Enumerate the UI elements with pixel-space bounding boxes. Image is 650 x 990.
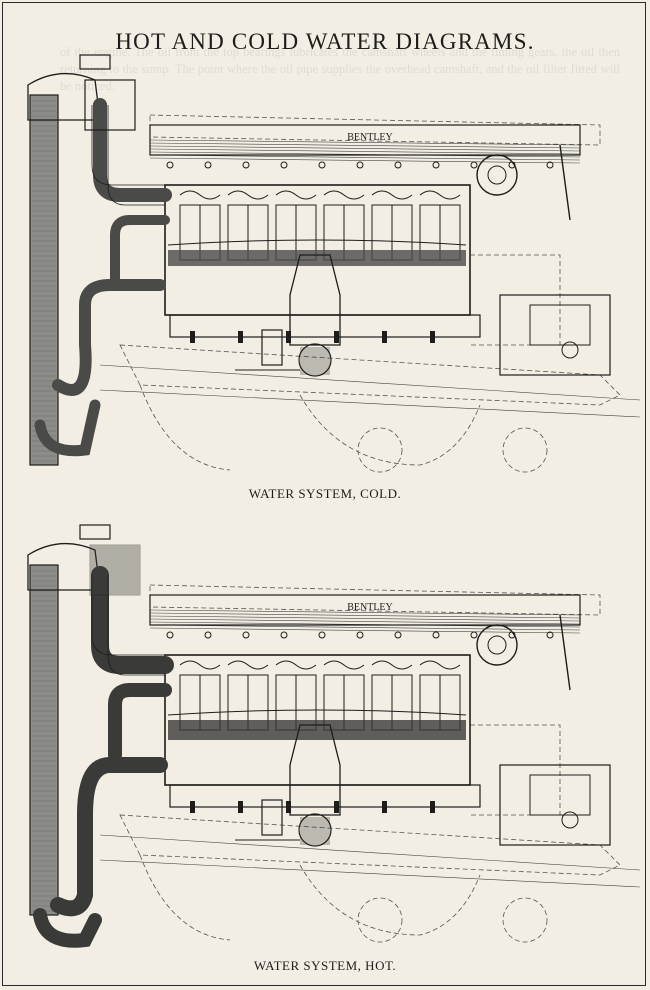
- camshaft-housing: [149, 124, 581, 156]
- engine-maker-label: BENTLEY: [347, 602, 393, 613]
- caption-water-system-hot: WATER SYSTEM, HOT.: [253, 958, 397, 973]
- page-title: HOT AND COLD WATER DIAGRAMS.: [115, 29, 535, 55]
- water-pipes: [33, 566, 174, 948]
- water-pump: [289, 724, 341, 816]
- clutch-housing: [499, 294, 611, 376]
- timing-gear-hub: [487, 635, 507, 655]
- filler-cap: [79, 524, 111, 540]
- bleed-through-text: of the engine. The oil from the top bear…: [60, 45, 620, 93]
- gearbox-flange: [529, 304, 591, 346]
- fan-blade: [559, 614, 571, 691]
- crankcase: [169, 314, 481, 338]
- pipe-outlines: [91, 105, 165, 206]
- camshaft-housing: [149, 594, 581, 626]
- head-bolts: [166, 631, 554, 639]
- head-bolts: [166, 161, 554, 169]
- timing-gear: [476, 154, 518, 196]
- pump-impeller: [298, 813, 332, 847]
- clutch-housing: [499, 764, 611, 846]
- radiator-core: [29, 94, 59, 466]
- water-pipes: [34, 98, 172, 457]
- fan-blade: [559, 144, 571, 221]
- carburettor: [261, 799, 283, 836]
- pump-base: [300, 817, 330, 845]
- crankcase-studs: [190, 331, 435, 343]
- jacket-line: [167, 239, 467, 246]
- water-pump: [289, 254, 341, 346]
- thermostat-housing: [89, 544, 141, 596]
- pump-impeller: [298, 343, 332, 377]
- cylinders: [179, 190, 461, 261]
- chassis-outline: [119, 584, 621, 943]
- carburettor: [261, 329, 283, 366]
- radiator-fins: [32, 570, 56, 912]
- water-system-hot-diagram: BENTLEY: [27, 524, 641, 948]
- engine-drawing: BENTLEY: [27, 524, 641, 948]
- mount-boss: [561, 341, 579, 359]
- filler-cap: [79, 54, 111, 70]
- caption-water-system-cold: WATER SYSTEM, COLD.: [248, 486, 402, 501]
- mount-boss: [561, 811, 579, 829]
- cylinders: [179, 660, 461, 731]
- engine-drawing: BENTLEY: [27, 54, 641, 473]
- thermostat-housing: [84, 79, 136, 131]
- radiator-fins: [32, 100, 56, 462]
- timing-gear: [476, 624, 518, 666]
- chassis-outline: [119, 114, 621, 473]
- radiator-core: [29, 564, 59, 916]
- jacket-line: [167, 709, 467, 716]
- timing-gear-hub: [487, 165, 507, 185]
- crankcase: [169, 784, 481, 808]
- water-jacket: [168, 720, 466, 740]
- water-system-cold-diagram: BENTLEY: [27, 54, 641, 473]
- pipe-outlines: [91, 575, 165, 676]
- crankcase-studs: [190, 801, 435, 813]
- engine-maker-label: BENTLEY: [347, 132, 393, 143]
- pump-base: [300, 347, 330, 375]
- gearbox-flange: [529, 774, 591, 816]
- water-jacket: [168, 250, 466, 266]
